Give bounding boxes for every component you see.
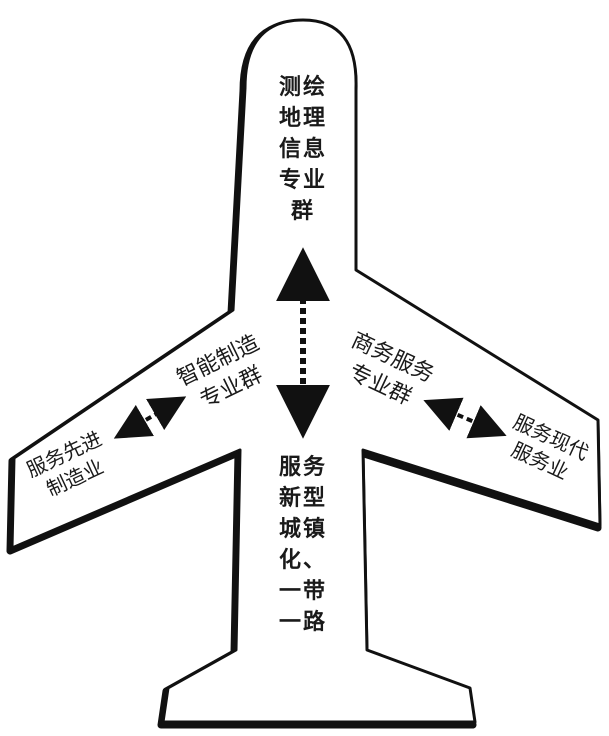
left-arrow xyxy=(113,396,187,439)
label-new-urbanization: 服务 新型 城镇 化、 一带 一路 xyxy=(278,455,327,635)
right-arrow xyxy=(423,397,507,439)
label-surveying-geoinfo: 测绘 地理 信息 专业 群 xyxy=(278,75,327,224)
